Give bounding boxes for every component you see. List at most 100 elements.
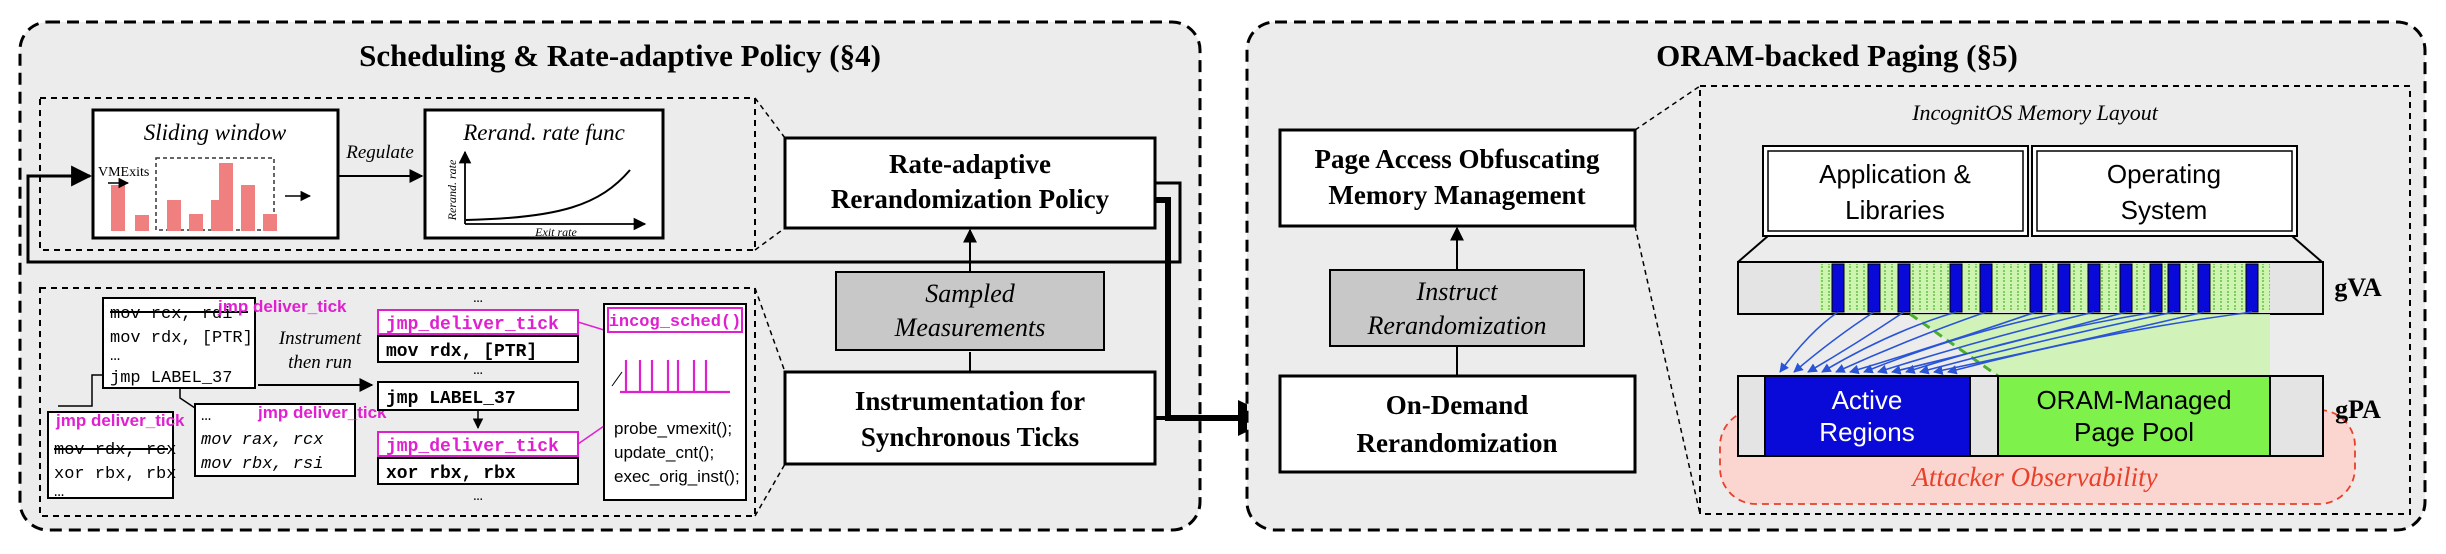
- attacker-label: Attacker Observability: [1910, 462, 2157, 492]
- code-out-line3: xor rbx, rbx: [386, 464, 516, 484]
- application-region-label: Application & Libraries: [1762, 145, 2029, 237]
- code-block-c: … mov rax, rcx mov rbx, rsi jmp deliver_…: [194, 403, 387, 477]
- code-block-b: jmp deliver_tick mov rdx, rcx xor rbx, r…: [47, 411, 185, 502]
- rerand-rate-func-box: Rerand. rate func Rerand. rate Exit rate: [423, 108, 665, 240]
- os-region-label: Operating System: [2031, 145, 2298, 237]
- rerand-rate-func-title: Rerand. rate func: [462, 120, 625, 145]
- mapping-arrow: [1779, 311, 1839, 373]
- instruct-rerandomization-box: Instruct Rerandomization: [1329, 269, 1585, 347]
- right-panel: ORAM-backed Paging (§5) Page Access Obfu…: [1245, 20, 2427, 532]
- active-page-block: [2167, 263, 2181, 313]
- policy-line2: Rerandomization Policy: [831, 184, 1110, 214]
- mapping-arrow: [1905, 311, 2157, 374]
- code-out-dots-mid: …: [473, 361, 483, 379]
- code-c-line1: mov rax, rcx: [201, 431, 324, 450]
- code-b-line2: xor rbx, rbx: [54, 465, 176, 484]
- instrument-label-line2: then run: [288, 352, 352, 373]
- memory-management-box: Page Access Obfuscating Memory Managemen…: [1278, 128, 1637, 228]
- vmexit-histogram: [111, 163, 277, 231]
- oram-label-line1: ORAM-Managed: [2036, 385, 2231, 415]
- oram-projection: [1910, 314, 2270, 376]
- code-out-line2: jmp LABEL_37: [386, 389, 516, 409]
- sliding-window-title: Sliding window: [144, 120, 287, 145]
- rate-adaptive-policy-box: Rate-adaptive Rerandomization Policy: [783, 136, 1157, 230]
- sched-line3: exec_orig_inst();: [614, 467, 740, 486]
- active-page-block: [2197, 263, 2211, 313]
- tick-pulse-icon: [620, 360, 730, 394]
- code-out-dots-top: …: [473, 289, 483, 307]
- os-label-line2: System: [2121, 195, 2208, 225]
- instrumentation-line1: Instrumentation for: [855, 386, 1085, 416]
- memmgmt-line2: Memory Management: [1328, 180, 1585, 210]
- code-c-line0: …: [201, 407, 211, 426]
- code-a-line4: jmp LABEL_37: [110, 369, 232, 388]
- os-label-line1: Operating: [2107, 159, 2221, 189]
- histogram-bar: [241, 185, 255, 231]
- active-label-line1: Active: [1832, 385, 1903, 415]
- histogram-bar: [111, 185, 125, 231]
- instrument-label-line1: Instrument: [278, 328, 362, 349]
- sampled-line2: Measurements: [894, 313, 1046, 342]
- instrumentation-line2: Synchronous Ticks: [861, 422, 1079, 452]
- gva-bar: [1737, 261, 2324, 315]
- sched-line1: probe_vmexit();: [614, 419, 732, 438]
- active-page-block: [2029, 263, 2043, 313]
- sched-line2: update_cnt();: [614, 443, 714, 462]
- gpa-label: gPA: [2335, 395, 2381, 424]
- left-panel: Scheduling & Rate-adaptive Policy (§4) S…: [18, 20, 1202, 532]
- incog-sched-box: incog_sched() probe_vmexit(); update_cnt…: [603, 303, 747, 501]
- active-page-block: [1897, 263, 1911, 313]
- mapping-arrow: [1877, 311, 2095, 374]
- active-page-block: [2057, 263, 2071, 313]
- active-label-line2: Regions: [1819, 417, 1914, 447]
- vmexits-label: VMExits: [98, 165, 149, 180]
- oram-page-pool: [1997, 375, 2271, 457]
- code-c-tick-tag: jmp deliver_tick: [257, 403, 387, 422]
- histogram-bar: [189, 214, 203, 231]
- active-page-block: [2087, 263, 2101, 313]
- gva-label: gVA: [2334, 273, 2381, 302]
- sliding-window-box: Sliding window VMExits: [91, 108, 340, 240]
- histogram-bar: [167, 200, 181, 231]
- ondemand-line1: On-Demand: [1386, 390, 1529, 420]
- func-x-label: Exit rate: [534, 225, 577, 239]
- bridge-arrow: [1155, 197, 1240, 421]
- memmgmt-line1: Page Access Obfuscating: [1315, 144, 1600, 174]
- active-page-block: [1949, 263, 1963, 313]
- regulate-label: Regulate: [345, 142, 414, 163]
- code-a-line2: mov rdx, [PTR]: [110, 329, 253, 348]
- code-a-tick-tag: jmp deliver_tick: [217, 297, 347, 316]
- instruct-line1: Instruct: [1416, 277, 1499, 306]
- rate-curve: [465, 169, 631, 221]
- histogram-bar: [135, 215, 149, 231]
- sampled-measurements-box: Sampled Measurements: [835, 271, 1105, 351]
- mapping-arrow: [1835, 311, 1987, 373]
- code-block-a: mov rcx, rdi mov rdx, [PTR] … jmp LABEL_…: [102, 297, 347, 389]
- histogram-bar: [263, 214, 277, 231]
- active-page-block: [2245, 263, 2259, 313]
- histogram-bar: [219, 163, 233, 231]
- mapping-arrow: [1947, 311, 2253, 375]
- instruct-line2: Rerandomization: [1366, 311, 1546, 340]
- mapping-arrow: [1807, 311, 1905, 373]
- active-page-block: [1867, 263, 1881, 313]
- active-page-block: [1831, 263, 1845, 313]
- active-regions: [1764, 375, 1971, 457]
- app-label-line1: Application &: [1819, 159, 1971, 189]
- sched-title: incog_sched(): [609, 313, 742, 332]
- ondemand-line2: Rerandomization: [1357, 428, 1558, 458]
- code-b-tick-tag: jmp deliver_tick: [55, 411, 185, 430]
- code-a-line1: mov rcx, rdi: [110, 305, 232, 324]
- active-page-block: [2119, 263, 2133, 313]
- app-label-line2: Libraries: [1845, 195, 1945, 225]
- mapping-arrow: [1821, 311, 1957, 373]
- left-panel-title: Scheduling & Rate-adaptive Policy (§4): [359, 38, 881, 73]
- feedback-arrow: [26, 165, 1182, 264]
- code-out-dots-bot: …: [473, 487, 483, 505]
- code-b-line3: …: [54, 483, 64, 502]
- code-a-line3: …: [110, 347, 120, 366]
- active-page-block: [1979, 263, 1993, 313]
- mapping-arrow: [1793, 311, 1875, 373]
- oram-label-line2: Page Pool: [2074, 417, 2194, 447]
- active-page-block: [2149, 263, 2163, 313]
